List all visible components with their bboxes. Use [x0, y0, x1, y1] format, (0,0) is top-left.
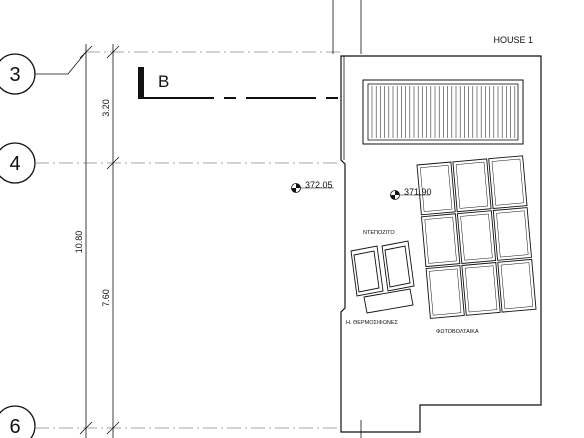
- pv-panel-frame: [464, 265, 498, 313]
- pv-panel: [456, 210, 497, 264]
- grid-bubble-4: 4: [0, 142, 36, 184]
- skylight: [362, 79, 524, 145]
- pv-panel: [452, 158, 492, 213]
- elevation-value-1: 372.05: [305, 180, 333, 190]
- grid-bubble-3: 3: [0, 53, 36, 95]
- pv-panel-frame: [455, 161, 489, 209]
- dimension-chain: [79, 44, 120, 438]
- elevation-marker-2: [390, 190, 430, 200]
- pv-panel-frame: [429, 268, 462, 316]
- pv-panel: [488, 155, 528, 209]
- section-marker-bar: [138, 67, 144, 99]
- label-tank: ΝΤΕΠΟΖΙΤΟ: [363, 230, 395, 236]
- pv-panel-frame: [424, 216, 457, 264]
- dimension-upper: 3.20: [101, 99, 111, 117]
- section-marker-label: B: [158, 72, 169, 91]
- grid-label-3: 3: [9, 64, 20, 86]
- pv-panel-frame: [491, 158, 524, 206]
- photovoltaic-array: [416, 155, 537, 319]
- pv-panel: [497, 258, 537, 313]
- grid-label-6: 6: [9, 416, 20, 438]
- pv-panel: [421, 213, 461, 268]
- solar-heater-base: [363, 288, 414, 314]
- pv-panel-frame: [460, 213, 493, 261]
- pv-panel-frame: [496, 210, 529, 258]
- grid-3-leader: [35, 51, 87, 75]
- pv-panel-frame: [420, 165, 453, 212]
- pv-panel: [416, 161, 456, 216]
- pv-panel: [425, 265, 465, 319]
- dimension-lower: 7.60: [101, 289, 111, 307]
- house-roof-outline: [340, 55, 542, 433]
- grid-bubble-6: 6: [0, 405, 36, 438]
- pv-panel-frame: [500, 262, 534, 310]
- house-label: HOUSE 1: [493, 35, 533, 45]
- label-photovoltaics: ΦΩΤΟΒΟΛΤΑΙΚΑ: [436, 329, 479, 335]
- elevation-value-2: 371.90: [404, 187, 432, 197]
- elevation-marker-1: [291, 183, 334, 193]
- label-solar-heaters: Η. ΘΕΡΜΟΣΙΦΩΝΕΣ: [346, 320, 399, 326]
- grid-label-4: 4: [9, 153, 20, 175]
- dimension-overall: 10.80: [74, 231, 84, 254]
- water-tank-panels: [350, 240, 415, 297]
- pv-panel: [492, 207, 532, 261]
- pv-panel: [461, 262, 501, 316]
